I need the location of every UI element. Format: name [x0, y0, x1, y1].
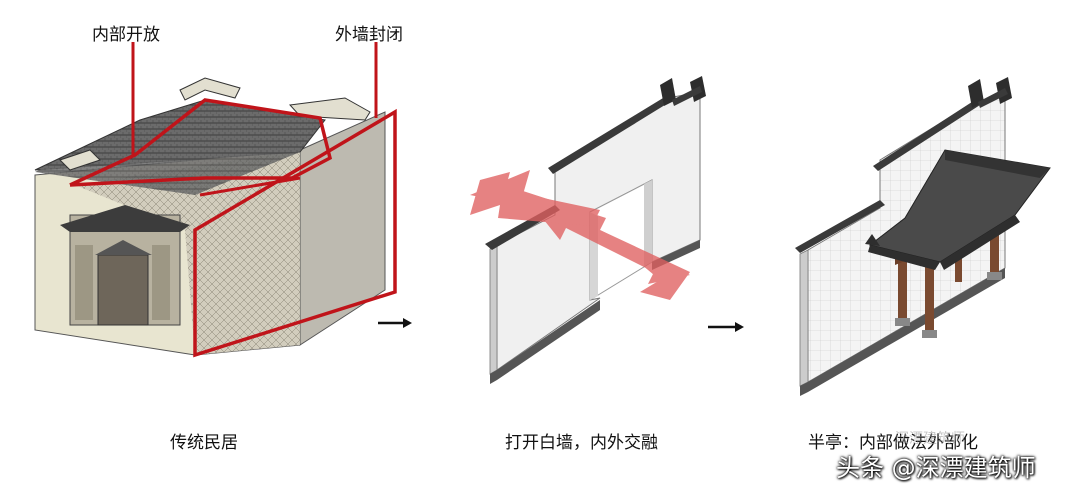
caption-traditional-house: 传统民居: [170, 433, 238, 453]
inner-open-label: 内部开放: [92, 25, 160, 45]
caption-half-pavilion: 半亭：内部做法外部化: [808, 433, 978, 453]
flow-arrow-1: [378, 318, 412, 328]
stone-gate: [60, 205, 190, 326]
faint-watermark: 深漂建筑师: [895, 431, 965, 447]
caption-opened-wall: 打开白墙，内外交融: [505, 433, 658, 453]
inner-open-outline: [69, 98, 333, 187]
outer-closed-label: 外墙封闭: [335, 25, 403, 45]
flow-arrow-2: [708, 322, 744, 332]
outer-closed-outline: [193, 108, 397, 358]
half-pavilion-illustration: [795, 77, 1051, 396]
interpenetration-arrows: [470, 170, 690, 300]
watermark: 头条 @深漂建筑师: [836, 454, 1036, 482]
opened-wall-illustration: [470, 76, 706, 384]
traditional-house-illustration: [34, 42, 397, 358]
